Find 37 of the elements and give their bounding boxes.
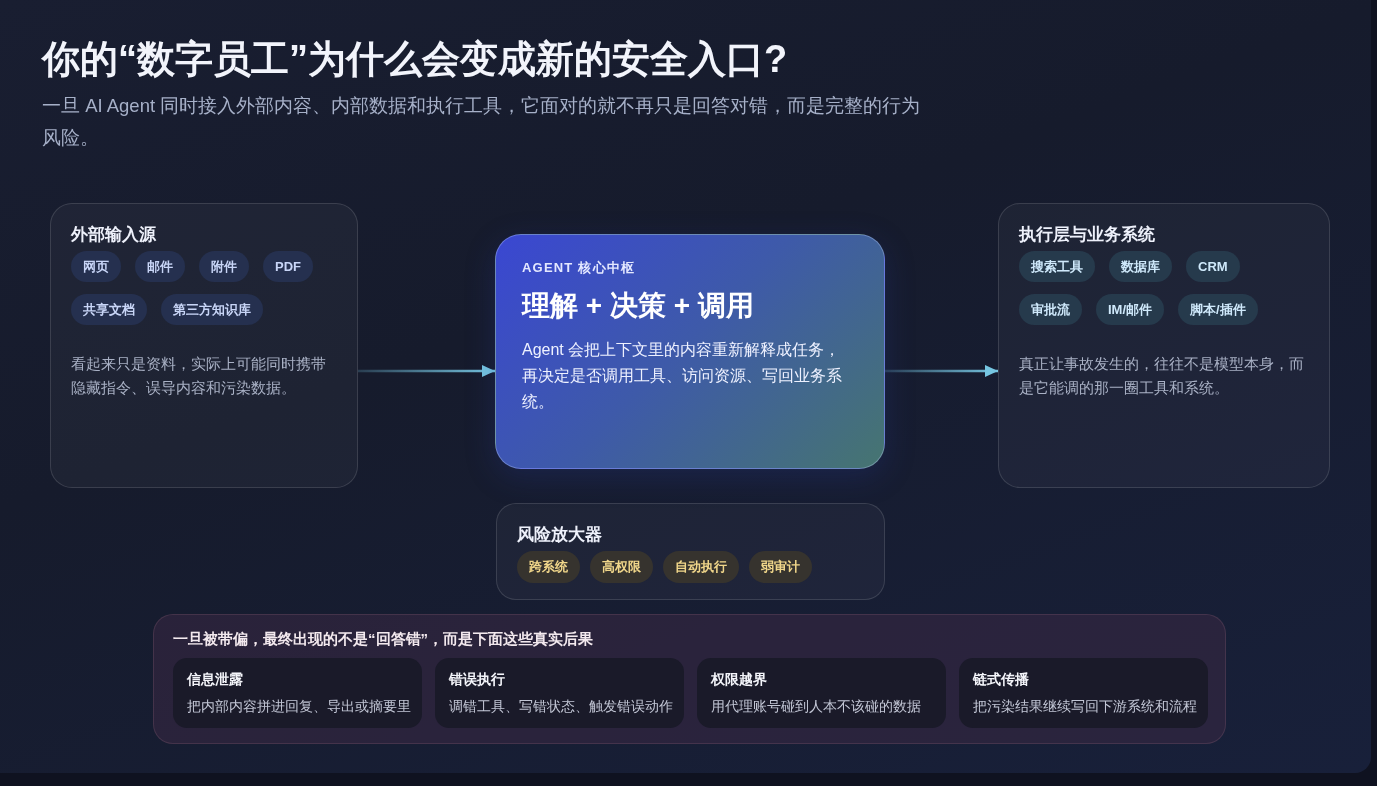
risk-tag: 自动执行: [663, 551, 739, 583]
execution-systems-panel: [998, 203, 1330, 488]
core-description: Agent 会把上下文里的内容重新解释成任务，再决定是否调用工具、访问资源、写回业务系统。: [522, 340, 843, 412]
panel-description: 看起来只是资料，实际上可能同时携带隐藏指令、误导内容和污染数据。: [71, 354, 327, 398]
panel-heading: 一旦被带偏，最终出现的不是“回答错”，而是下面这些真实后果: [173, 629, 593, 649]
flow-arrow: [885, 365, 998, 377]
system-tag: 搜索工具: [1019, 251, 1095, 282]
system-tag: 审批流: [1019, 294, 1082, 325]
flow-arrow: [358, 365, 495, 377]
system-tag: 数据库: [1109, 251, 1172, 282]
core-kicker: AGENT 核心中枢: [522, 260, 636, 276]
risk-amplifier-panel: [496, 503, 885, 600]
input-sources-panel: [50, 203, 358, 488]
consequences-panel: [153, 614, 1226, 744]
risk-tag: 跨系统: [517, 551, 580, 583]
risk-tag: 高权限: [590, 551, 653, 583]
page-subtitle: 一旦 AI Agent 同时接入外部内容、内部数据和执行工具，它面对的就不再只是回答对错，而是完整的行为风险。: [42, 94, 922, 150]
panel-heading: 执行层与业务系统: [1019, 224, 1155, 246]
panel-heading: 外部输入源: [71, 224, 156, 246]
risk-tag: 弱审计: [749, 551, 812, 583]
consequence-description: 把污染结果继续写回下游系统和流程: [973, 698, 1197, 716]
core-heading: 理解 + 决策 + 调用: [522, 289, 754, 323]
page-title: 你的“数字员工”为什么会变成新的安全入口?: [42, 37, 788, 82]
source-tag: 共享文档: [71, 294, 147, 325]
consequence-title: 信息泄露: [187, 670, 243, 689]
consequence-title: 错误执行: [449, 670, 505, 689]
agent-core-card: [495, 234, 885, 469]
panel-heading: 风险放大器: [517, 524, 602, 546]
consequence-description: 把内部内容拼进回复、导出或摘要里: [187, 698, 411, 716]
source-tag: 第三方知识库: [161, 294, 263, 325]
system-tag: 脚本/插件: [1178, 294, 1258, 325]
consequence-title: 链式传播: [973, 670, 1029, 689]
panel-description: 真正让事故发生的，往往不是模型本身，而是它能调的那一圈工具和系统。: [1019, 354, 1305, 398]
system-tag: IM/邮件: [1096, 294, 1165, 325]
consequence-description: 用代理账号碰到人本不该碰的数据: [711, 698, 921, 716]
consequence-description: 调错工具、写错状态、触发错误动作: [449, 698, 673, 716]
consequence-title: 权限越界: [711, 670, 767, 689]
